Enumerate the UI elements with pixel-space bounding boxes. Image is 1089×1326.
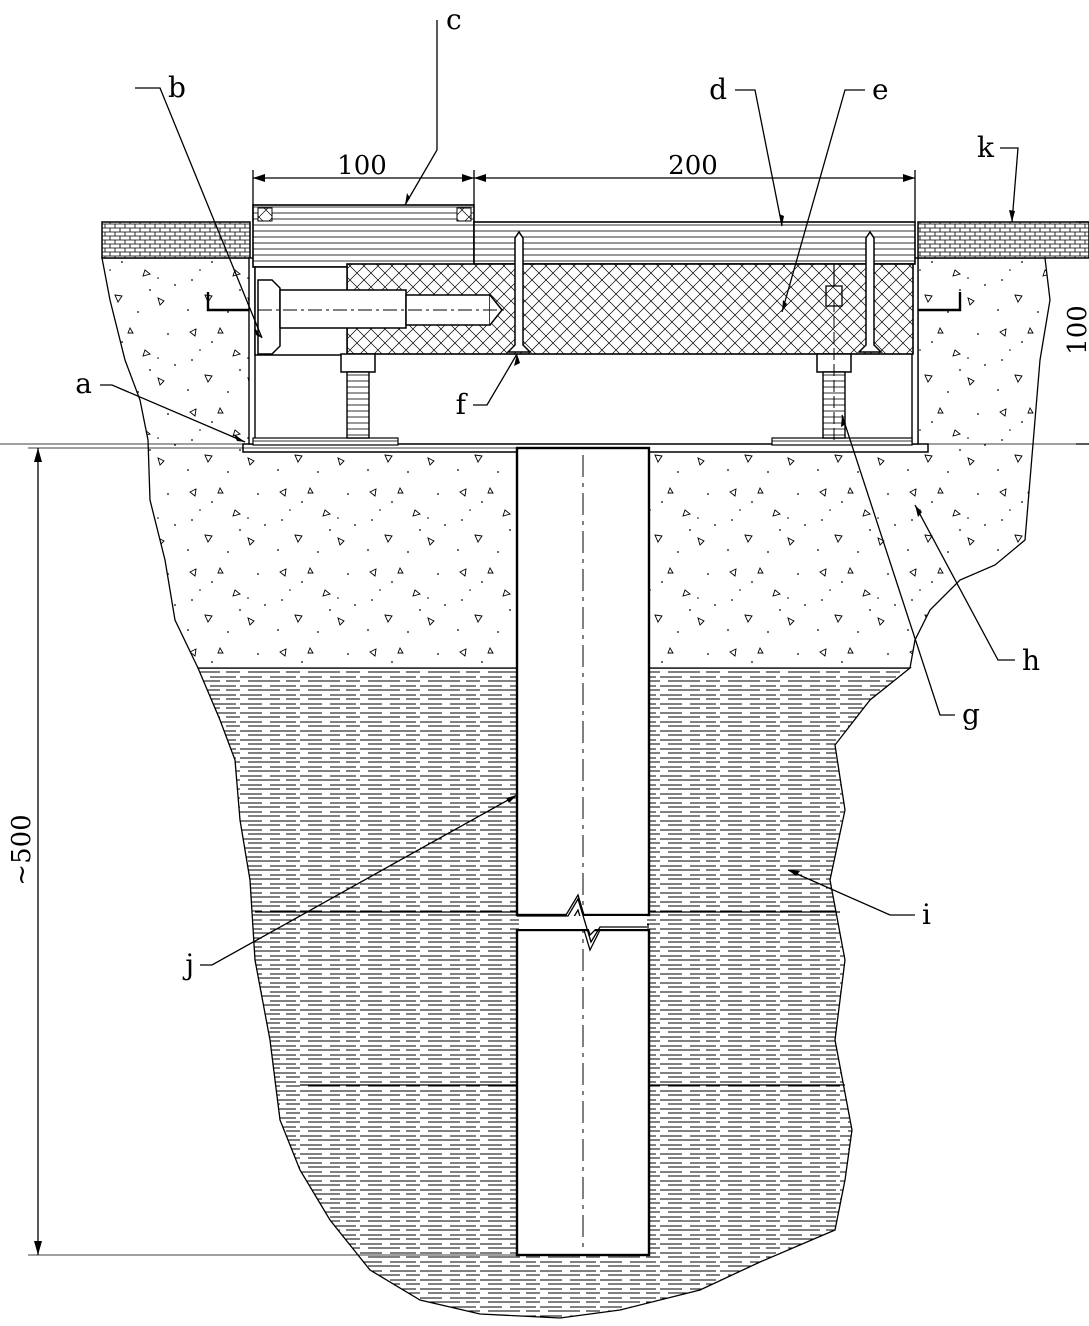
label-d: d (709, 73, 727, 106)
label-g: g (962, 698, 980, 731)
label-b: b (168, 71, 186, 104)
pile (515, 446, 651, 1257)
pavement-left (101, 221, 251, 259)
horizontal-bolt (257, 279, 505, 355)
anchor-screw-right (857, 230, 883, 353)
label-c: c (446, 3, 462, 36)
leader-arrows (234, 193, 1015, 876)
anchor-screw-left (506, 230, 532, 353)
pavement-right (917, 221, 1089, 259)
label-j: j (182, 948, 194, 981)
dim-depth: ~500 (7, 814, 37, 885)
label-a: a (75, 367, 92, 400)
label-f: f (456, 388, 469, 421)
stud-left (340, 353, 376, 439)
dim-100-top: 100 (337, 151, 387, 181)
dimension-depth (28, 447, 517, 1256)
dim-200: 200 (668, 151, 718, 181)
dimension-right (1076, 221, 1089, 445)
label-k: k (977, 131, 995, 164)
leader-lines (100, 20, 1019, 966)
sliding-plate (473, 221, 916, 265)
label-e: e (872, 73, 889, 106)
dimension-top (252, 170, 916, 222)
label-i: i (922, 898, 931, 931)
stud-right (816, 300, 852, 440)
cover-plate (252, 204, 475, 268)
label-h: h (1022, 644, 1040, 677)
dim-100-right: 100 (1063, 305, 1089, 355)
